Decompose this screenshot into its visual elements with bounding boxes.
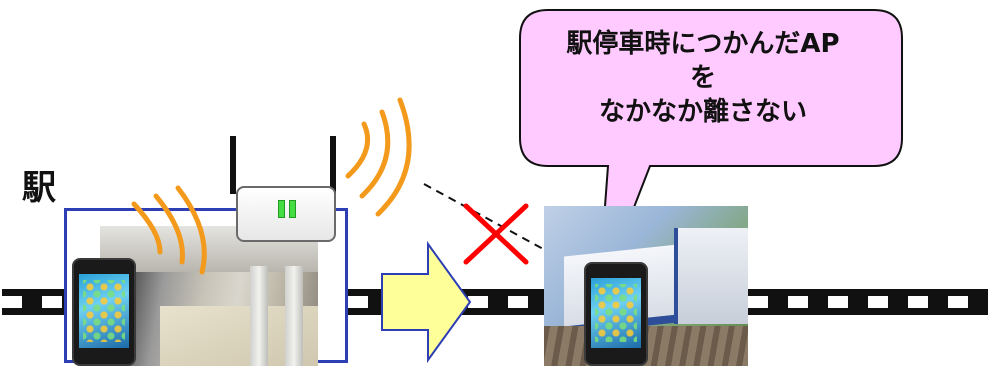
railway-track-right [748, 289, 988, 315]
station-platform-photo [100, 226, 318, 366]
bubble-line-2: を [689, 62, 716, 93]
router-antenna-right [330, 136, 336, 194]
speech-bubble-text: 駅停車時につかんだAP を なかなか離さない [528, 28, 878, 129]
smartphone-icon [72, 258, 136, 366]
smartphone-on-train-icon [584, 262, 648, 366]
wifi-access-point-icon [236, 186, 336, 242]
bubble-line-1: 駅停車時につかんだAP [566, 29, 840, 59]
arrow-right-icon [381, 240, 472, 364]
railway-track-left [2, 289, 66, 315]
station-label: 駅 [22, 168, 56, 208]
router-antenna-left [230, 136, 236, 194]
wifi-waves-router-icon [345, 97, 412, 217]
wifi-waves-station-icon [131, 185, 207, 275]
bubble-line-3: なかなか離さない [598, 96, 807, 127]
cross-mark-icon [463, 203, 529, 265]
ap-connection-line [423, 183, 601, 281]
